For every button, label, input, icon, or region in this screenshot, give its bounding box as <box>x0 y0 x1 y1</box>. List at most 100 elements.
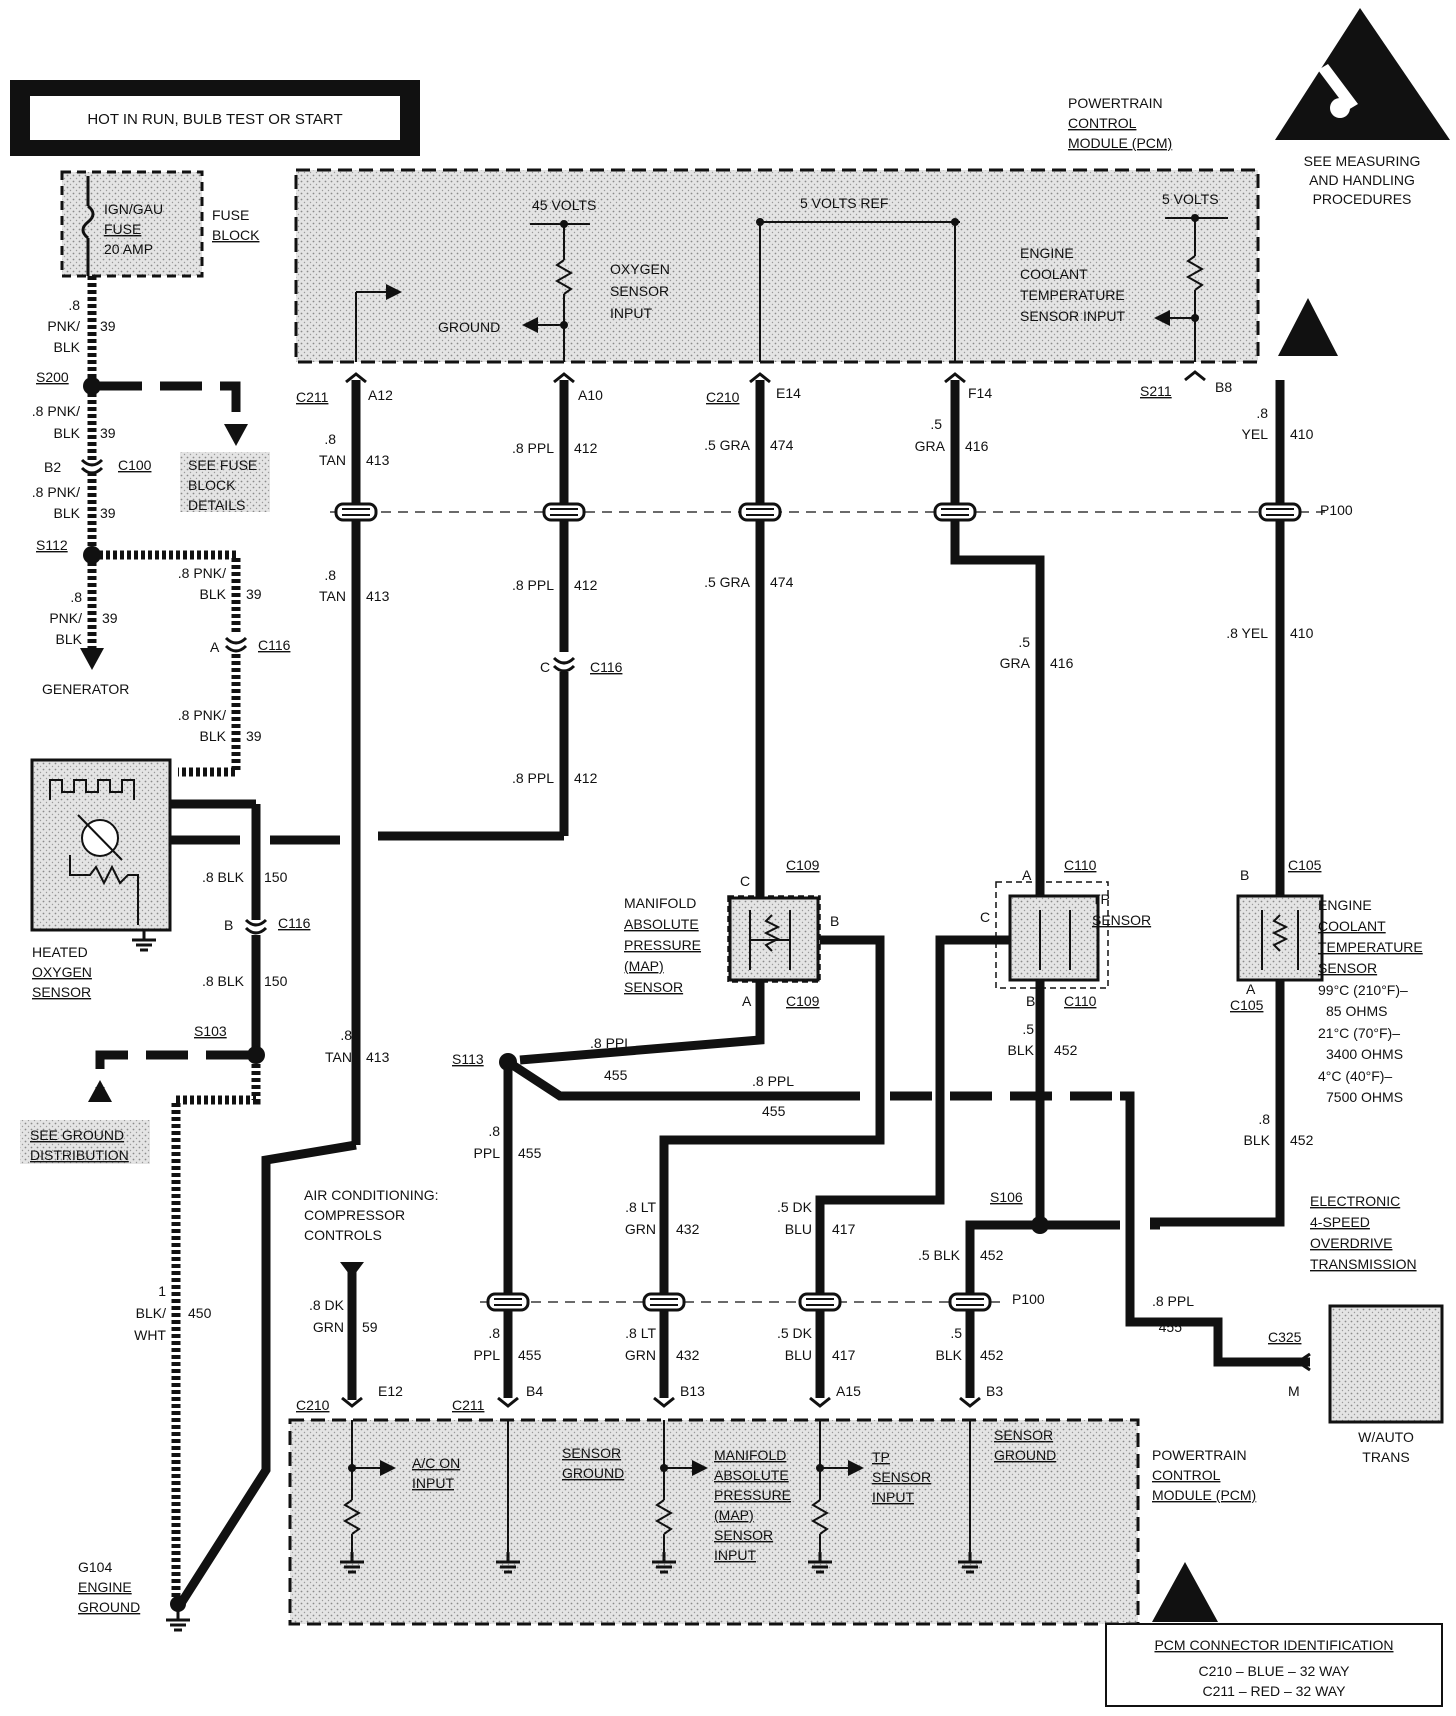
pcm-ect-input-4: SENSOR INPUT <box>1020 308 1125 324</box>
splice-s103-label: S103 <box>194 1023 227 1039</box>
fuse-block: IGN/GAU FUSE 20 AMP FUSE BLOCK <box>60 170 260 278</box>
w412-num-b: 412 <box>574 577 598 593</box>
tp-conn-bottom: C110 <box>1064 993 1097 1009</box>
w413-color-b: TAN <box>319 588 346 604</box>
w432-gauge-b: .8 LT <box>625 1325 656 1341</box>
pcm-ground-label: GROUND <box>438 319 500 335</box>
pcm-id-row1: C210 – BLUE – 32 WAY <box>1199 1663 1351 1679</box>
left-labels: .8 PNK/ 39 BLK S200 .8 PNK/ 39 BLK B2 C1… <box>32 297 291 744</box>
w432-gauge-a: .8 LT <box>625 1199 656 1215</box>
splice-s103 <box>247 1046 265 1064</box>
w39-pnk-a: PNK/ <box>47 318 80 334</box>
pcm-sensor-ground2-2: GROUND <box>994 1447 1056 1463</box>
tp-pin-b: B <box>1026 993 1035 1009</box>
c116-c-connector <box>552 656 576 673</box>
w39-num-c: 39 <box>100 505 116 521</box>
wire-labels-bottom: .8 PPL 455 .8 LT GRN 432 .5 DK BLU 417 .… <box>474 1325 1004 1363</box>
splice-s113-label: S113 <box>452 1051 484 1067</box>
pin-c211-top: C211 <box>296 389 329 405</box>
w39-pnk-d: PNK/ <box>49 610 82 626</box>
b2-label: B2 <box>44 459 61 475</box>
w39-gauge-b: .8 PNK/ <box>32 403 80 419</box>
w59-gauge: .8 DK <box>309 1297 345 1313</box>
top-pin-chevrons <box>345 370 1206 384</box>
trans-label-2: 4-SPEED <box>1310 1214 1370 1230</box>
pin-e14: E14 <box>776 385 801 401</box>
top-pin-labels: C211 A12 A10 C210 E14 F14 S211 B8 <box>296 379 1232 405</box>
pcm-id-title: PCM CONNECTOR IDENTIFICATION <box>1154 1637 1393 1653</box>
fuse-block-label-2: BLOCK <box>212 227 260 243</box>
fuse-details-2: BLOCK <box>188 477 236 493</box>
pcm-connector-id-box: PCM CONNECTOR IDENTIFICATION C210 – BLUE… <box>1105 1623 1443 1707</box>
ac-note-2: COMPRESSOR <box>304 1207 405 1223</box>
w452b-num: 452 <box>980 1247 1004 1263</box>
pin-s211: S211 <box>1140 383 1172 399</box>
pcm-ect-input-1: ENGINE <box>1020 245 1074 261</box>
pcm-sensor-ground-2: GROUND <box>562 1465 624 1481</box>
pcm-tp-input-3: INPUT <box>872 1489 914 1505</box>
w413-color-c: TAN <box>325 1049 352 1065</box>
esd-small-icon-top <box>1278 298 1338 356</box>
w452-gauge-d: .5 <box>950 1325 962 1341</box>
bottom-wires <box>503 1140 975 1398</box>
ground-g104-symbol <box>164 1608 192 1632</box>
pcm-ac-input-2: INPUT <box>412 1475 454 1491</box>
w455-num-a: 455 <box>604 1067 628 1083</box>
trans-label-3: OVERDRIVE <box>1310 1235 1392 1251</box>
p100-top-label: P100 <box>1320 502 1353 518</box>
pcm-bottom-box: A/C ON INPUT SENSOR GROUND MANIFOLD ABSO… <box>288 1418 1140 1626</box>
heated-o2-label-1: HEATED <box>32 944 88 960</box>
w39-blk-f: BLK <box>200 728 227 744</box>
w417-color-b: BLU <box>785 1347 812 1363</box>
w413-num-b: 413 <box>366 588 390 604</box>
c116-label-a: C116 <box>258 637 291 653</box>
pcm-map-input-4: (MAP) <box>714 1507 754 1523</box>
pcm-map-input-6: INPUT <box>714 1547 756 1563</box>
pcm-o2-input-2: SENSOR <box>610 283 669 299</box>
pin-a12: A12 <box>368 387 393 403</box>
trans-sub-2: TRANS <box>1362 1449 1409 1465</box>
w150-label-a: .8 BLK <box>202 869 245 885</box>
w410-label-b: .8 YEL <box>1226 625 1268 641</box>
ect-r2: 21°C (70°F)– <box>1318 1025 1400 1041</box>
w455-gauge-c: .8 <box>488 1123 500 1139</box>
w455-num-b: 455 <box>762 1103 786 1119</box>
ect-label-3: TEMPERATURE <box>1318 939 1423 955</box>
w452c-gauge: .8 <box>1258 1111 1270 1127</box>
map-pin-a: A <box>742 993 752 1009</box>
w455-num-d: 455 <box>1159 1319 1183 1335</box>
w410-num-a: 410 <box>1290 426 1314 442</box>
pcm-bottom-title-1: POWERTRAIN <box>1152 1447 1247 1463</box>
w452-num-d: 452 <box>980 1347 1004 1363</box>
esd-small-icon-bottom <box>1152 1562 1218 1622</box>
pcm-sensor-ground-1: SENSOR <box>562 1445 621 1461</box>
w452b-label: .5 BLK <box>918 1247 961 1263</box>
w39-blk-c: BLK <box>54 505 81 521</box>
w39-gauge-a: .8 <box>68 297 80 313</box>
splice-s112 <box>83 546 101 564</box>
s200-to-fuse-details <box>100 381 241 430</box>
w39-num-a: 39 <box>100 318 116 334</box>
pcm-5v-label: 5 VOLTS <box>1162 191 1219 207</box>
ect-r3: 4°C (40°F)– <box>1318 1068 1392 1084</box>
pcm-id-row2: C211 – RED – 32 WAY <box>1203 1683 1347 1699</box>
c116-pin-b: B <box>224 917 233 933</box>
w450-gauge: 1 <box>158 1283 166 1299</box>
w450-num: 450 <box>188 1305 212 1321</box>
w39-blk-b: BLK <box>54 425 81 441</box>
trans-label-1: ELECTRONIC <box>1310 1193 1400 1209</box>
w432-num-b: 432 <box>676 1347 700 1363</box>
trans-label-4: TRANSMISSION <box>1310 1256 1417 1272</box>
generator-label: GENERATOR <box>42 681 129 697</box>
ect-r1b: 85 OHMS <box>1326 1003 1387 1019</box>
pcm-ac-input-1: A/C ON <box>412 1455 460 1471</box>
ground-dist-2: DISTRIBUTION <box>30 1147 129 1163</box>
w39-gauge-f: .8 PNK/ <box>178 707 226 723</box>
pin-b3: B3 <box>986 1383 1003 1399</box>
w432-color-a: GRN <box>625 1221 656 1237</box>
pin-b13: B13 <box>680 1383 705 1399</box>
ect-pin-a: A <box>1246 981 1256 997</box>
wire-450 <box>171 1085 261 1600</box>
pin-a10: A10 <box>578 387 603 403</box>
